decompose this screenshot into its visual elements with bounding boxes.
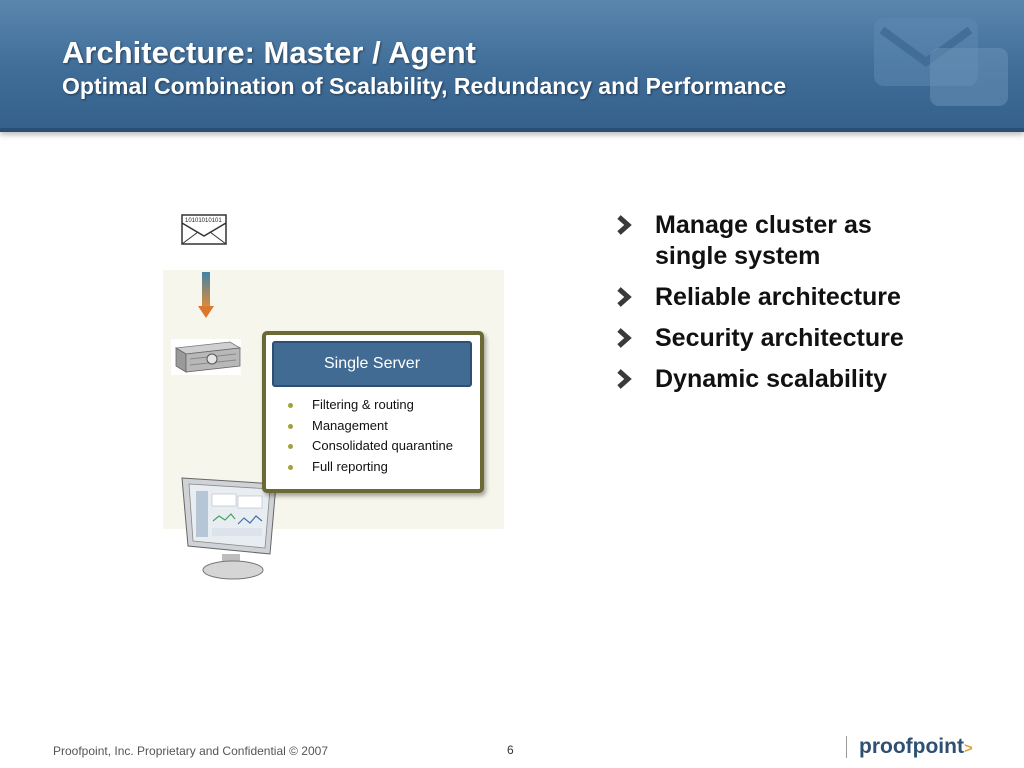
server-feature-label: Management	[312, 417, 388, 433]
bullet-dot-icon	[288, 444, 293, 449]
key-point-text: Dynamic scalability	[655, 365, 888, 393]
server-feature-item: Full reporting	[286, 457, 453, 478]
key-point-text: Reliable architecture	[655, 283, 901, 311]
chevron-right-icon	[617, 328, 632, 348]
page-number: 6	[507, 743, 514, 757]
server-feature-item: Consolidated quarantine	[286, 436, 453, 457]
bullet-dot-icon	[288, 423, 293, 429]
slide-header: Architecture: Master / Agent Optimal Com…	[0, 0, 1024, 132]
server-feature-item: Management	[286, 416, 453, 437]
server-feature-list: Filtering & routing Management Consolida…	[286, 395, 453, 477]
key-point-text: Security architecture	[655, 324, 904, 352]
server-feature-label: Full reporting	[312, 458, 388, 474]
single-server-title: Single Server	[272, 341, 472, 387]
brand-name: proofpoint	[859, 735, 964, 758]
key-point-item: Dynamic scalability	[612, 364, 972, 395]
single-server-box: Single Server Filtering & routing Manage…	[262, 331, 484, 493]
key-points-list: Manage cluster as single system Reliable…	[612, 210, 972, 405]
key-point-item: Reliable architecture	[612, 282, 972, 313]
server-feature-label: Filtering & routing	[312, 397, 414, 412]
server-icon	[171, 339, 242, 375]
server-feature-label: Consolidated quarantine	[312, 438, 453, 453]
bullet-dot-icon	[288, 403, 293, 408]
key-point-text: Manage cluster as single system	[655, 211, 872, 270]
key-point-item: Manage cluster as single system	[612, 210, 972, 272]
server-feature-item: Filtering & routing	[286, 395, 453, 416]
key-point-item: Security architecture	[612, 323, 972, 354]
envelope-icon: 10101010101	[181, 214, 227, 245]
chevron-right-icon	[617, 287, 632, 307]
down-arrow-icon	[198, 272, 214, 318]
brand-chevron-icon: >	[963, 740, 973, 757]
monitor-icon	[181, 477, 277, 580]
bullet-dot-icon	[288, 464, 293, 470]
chevron-right-icon	[617, 369, 632, 389]
slide-subtitle: Optimal Combination of Scalability, Redu…	[62, 73, 787, 99]
slide-title: Architecture: Master / Agent	[62, 35, 476, 70]
envelope-logo-icon	[874, 18, 1008, 106]
footer-confidential: Proofpoint, Inc. Proprietary and Confide…	[53, 744, 329, 758]
chevron-right-icon	[617, 215, 632, 235]
envelope-binary-text: 10101010101	[185, 218, 222, 224]
proofpoint-logo: proofpoint>	[846, 736, 973, 758]
